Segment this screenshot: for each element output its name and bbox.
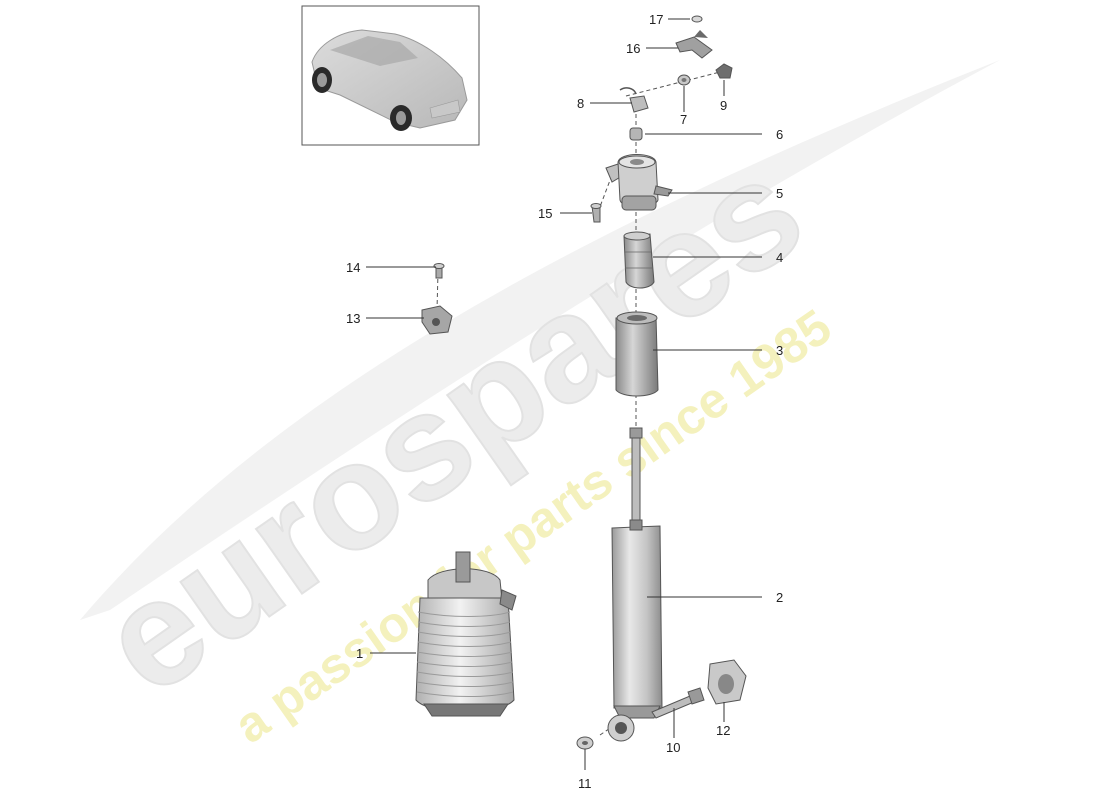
fastener-axis-14 — [436, 271, 439, 311]
part-5-top-mount[interactable] — [605, 154, 673, 211]
part-4-bump-stop[interactable] — [623, 231, 655, 289]
part-14-bolt[interactable] — [433, 263, 445, 279]
callout-2[interactable]: 2 — [776, 590, 783, 605]
leader-lines — [366, 18, 762, 770]
watermark-swoosh — [80, 60, 1000, 620]
part-2-shock-absorber[interactable] — [607, 427, 663, 742]
car-icon — [311, 29, 468, 131]
callout-16[interactable]: 16 — [626, 41, 640, 56]
part-10-bolt[interactable] — [651, 687, 705, 719]
callout-5[interactable]: 5 — [776, 186, 783, 201]
part-1-air-spring[interactable] — [415, 551, 517, 717]
part-8-bushing[interactable] — [619, 87, 649, 113]
callout-9[interactable]: 9 — [720, 98, 727, 113]
part-15-bolt[interactable] — [590, 203, 602, 223]
callout-17[interactable]: 17 — [649, 12, 663, 27]
callout-7[interactable]: 7 — [680, 112, 687, 127]
watermark: eurospares a passion for parts since 198… — [71, 60, 1000, 754]
part-9-connector[interactable] — [715, 63, 733, 79]
part-11-washer[interactable] — [576, 736, 594, 750]
part-6-spacer[interactable] — [629, 127, 643, 141]
callout-3[interactable]: 3 — [776, 343, 783, 358]
callout-6[interactable]: 6 — [776, 127, 783, 142]
callout-12[interactable]: 12 — [716, 723, 730, 738]
callout-labels: 17 16 9 7 8 6 5 15 4 14 13 3 2 1 12 10 1… — [346, 12, 783, 791]
fastener-axis-8 — [625, 69, 729, 97]
callout-8[interactable]: 8 — [577, 96, 584, 111]
part-7-nut[interactable] — [677, 74, 691, 86]
callout-10[interactable]: 10 — [666, 740, 680, 755]
part-16-bracket[interactable] — [675, 30, 713, 59]
callout-11[interactable]: 11 — [578, 776, 592, 791]
callout-1[interactable]: 1 — [356, 646, 363, 661]
vehicle-thumbnail[interactable] — [301, 5, 480, 146]
callout-15[interactable]: 15 — [538, 206, 552, 221]
part-12-bracket[interactable] — [707, 659, 747, 705]
part-3-dust-boot[interactable] — [615, 311, 659, 397]
callout-14[interactable]: 14 — [346, 260, 360, 275]
part-17-washer[interactable] — [691, 15, 703, 23]
callout-4[interactable]: 4 — [776, 250, 783, 265]
callout-13[interactable]: 13 — [346, 311, 360, 326]
part-13-bracket[interactable] — [421, 305, 453, 335]
